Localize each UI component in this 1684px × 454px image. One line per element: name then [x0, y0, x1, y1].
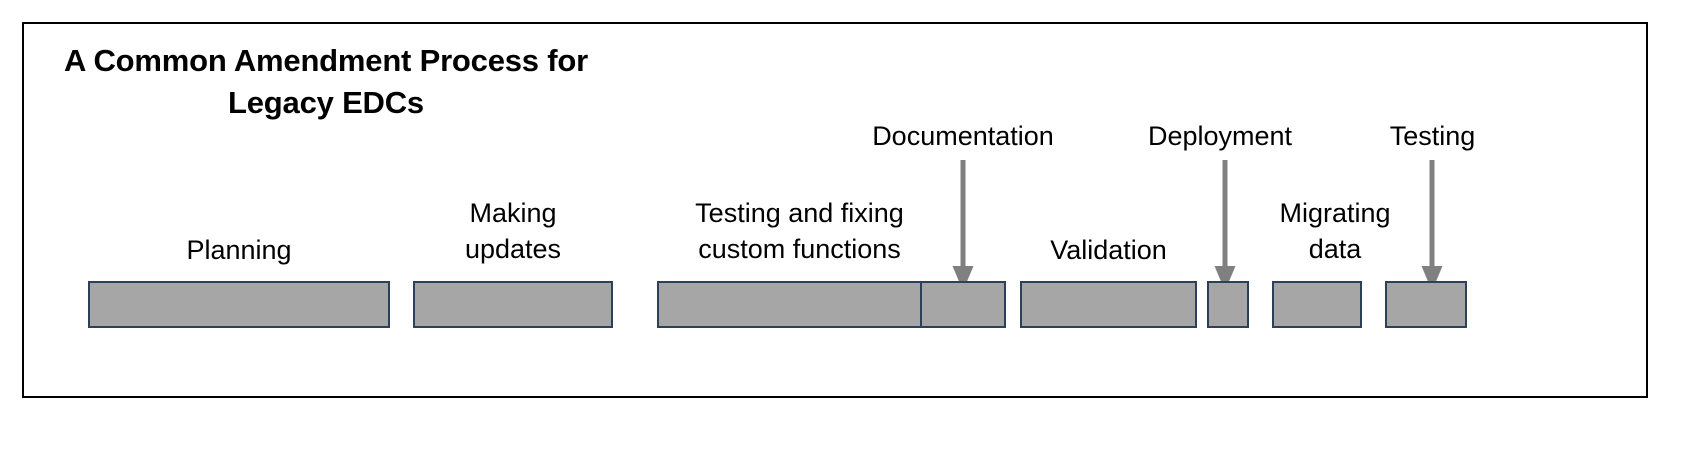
step-label-planning: Planning — [186, 235, 292, 265]
step-bar-documentation — [920, 281, 1006, 328]
arrow-testing — [1419, 160, 1445, 292]
step-bar-validation — [1020, 281, 1197, 328]
step-bar-planning — [88, 281, 390, 328]
arrow-documentation — [950, 160, 976, 292]
step-label-making-updates: Making updates — [464, 198, 562, 265]
step-label-migrating-data: Migrating data — [1279, 198, 1391, 265]
step-label-deployment: Deployment — [1147, 121, 1293, 151]
step-label-documentation: Documentation — [872, 121, 1054, 151]
arrow-deployment — [1212, 160, 1238, 292]
step-bar-testing — [1385, 281, 1467, 328]
step-label-testing-fixing-custom-functions: Testing and fixing custom functions — [695, 198, 904, 265]
step-bar-testing-fixing-custom-functions — [657, 281, 962, 328]
step-bar-making-updates — [413, 281, 613, 328]
page-title: A Common Amendment Process for Legacy ED… — [64, 43, 588, 121]
step-bar-migrating-data — [1272, 281, 1362, 328]
step-label-testing: Testing — [1389, 121, 1476, 151]
diagram-frame — [22, 22, 1648, 398]
step-bar-deployment — [1207, 281, 1249, 328]
step-label-validation: Validation — [1050, 235, 1167, 265]
